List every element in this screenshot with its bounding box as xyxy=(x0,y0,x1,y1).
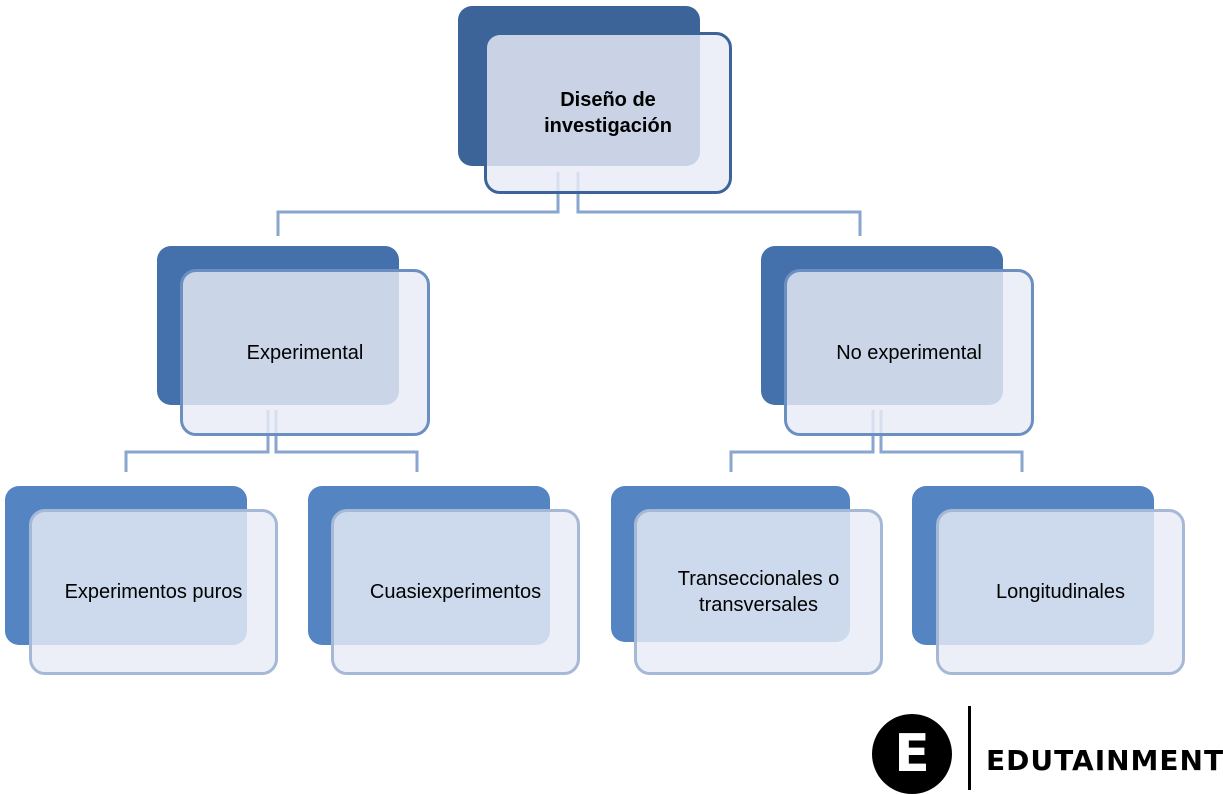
node-cuasiexperimentos-label: Cuasiexperimentos xyxy=(369,581,542,603)
node-cuasiexperimentos: Cuasiexperimentos xyxy=(331,509,580,675)
node-longitudinales: Longitudinales xyxy=(936,509,1185,675)
logo-letter: E xyxy=(894,724,930,784)
logo-wordmark: EDUTAINMENT xyxy=(986,744,1223,777)
node-root-label: Diseño de investigación xyxy=(544,89,672,137)
node-noexperimental: No experimental xyxy=(784,269,1034,436)
node-experimentos-puros-label: Experimentos puros xyxy=(64,581,243,603)
edutainment-logo: E EDUTAINMENT xyxy=(872,706,1223,794)
logo-divider xyxy=(968,706,971,790)
node-transeccionales: Transeccionales o transversales xyxy=(634,509,883,675)
node-experimentos-puros: Experimentos puros xyxy=(29,509,278,675)
logo-e-icon: E xyxy=(872,714,952,794)
node-experimental-label: Experimental xyxy=(246,341,364,364)
node-transeccionales-label: Transeccionales o transversales xyxy=(677,568,840,616)
node-longitudinales-label: Longitudinales xyxy=(996,581,1125,603)
node-experimental: Experimental xyxy=(180,269,430,436)
node-noexperimental-label: No experimental xyxy=(836,341,982,364)
node-root: Diseño de investigación xyxy=(484,32,732,194)
